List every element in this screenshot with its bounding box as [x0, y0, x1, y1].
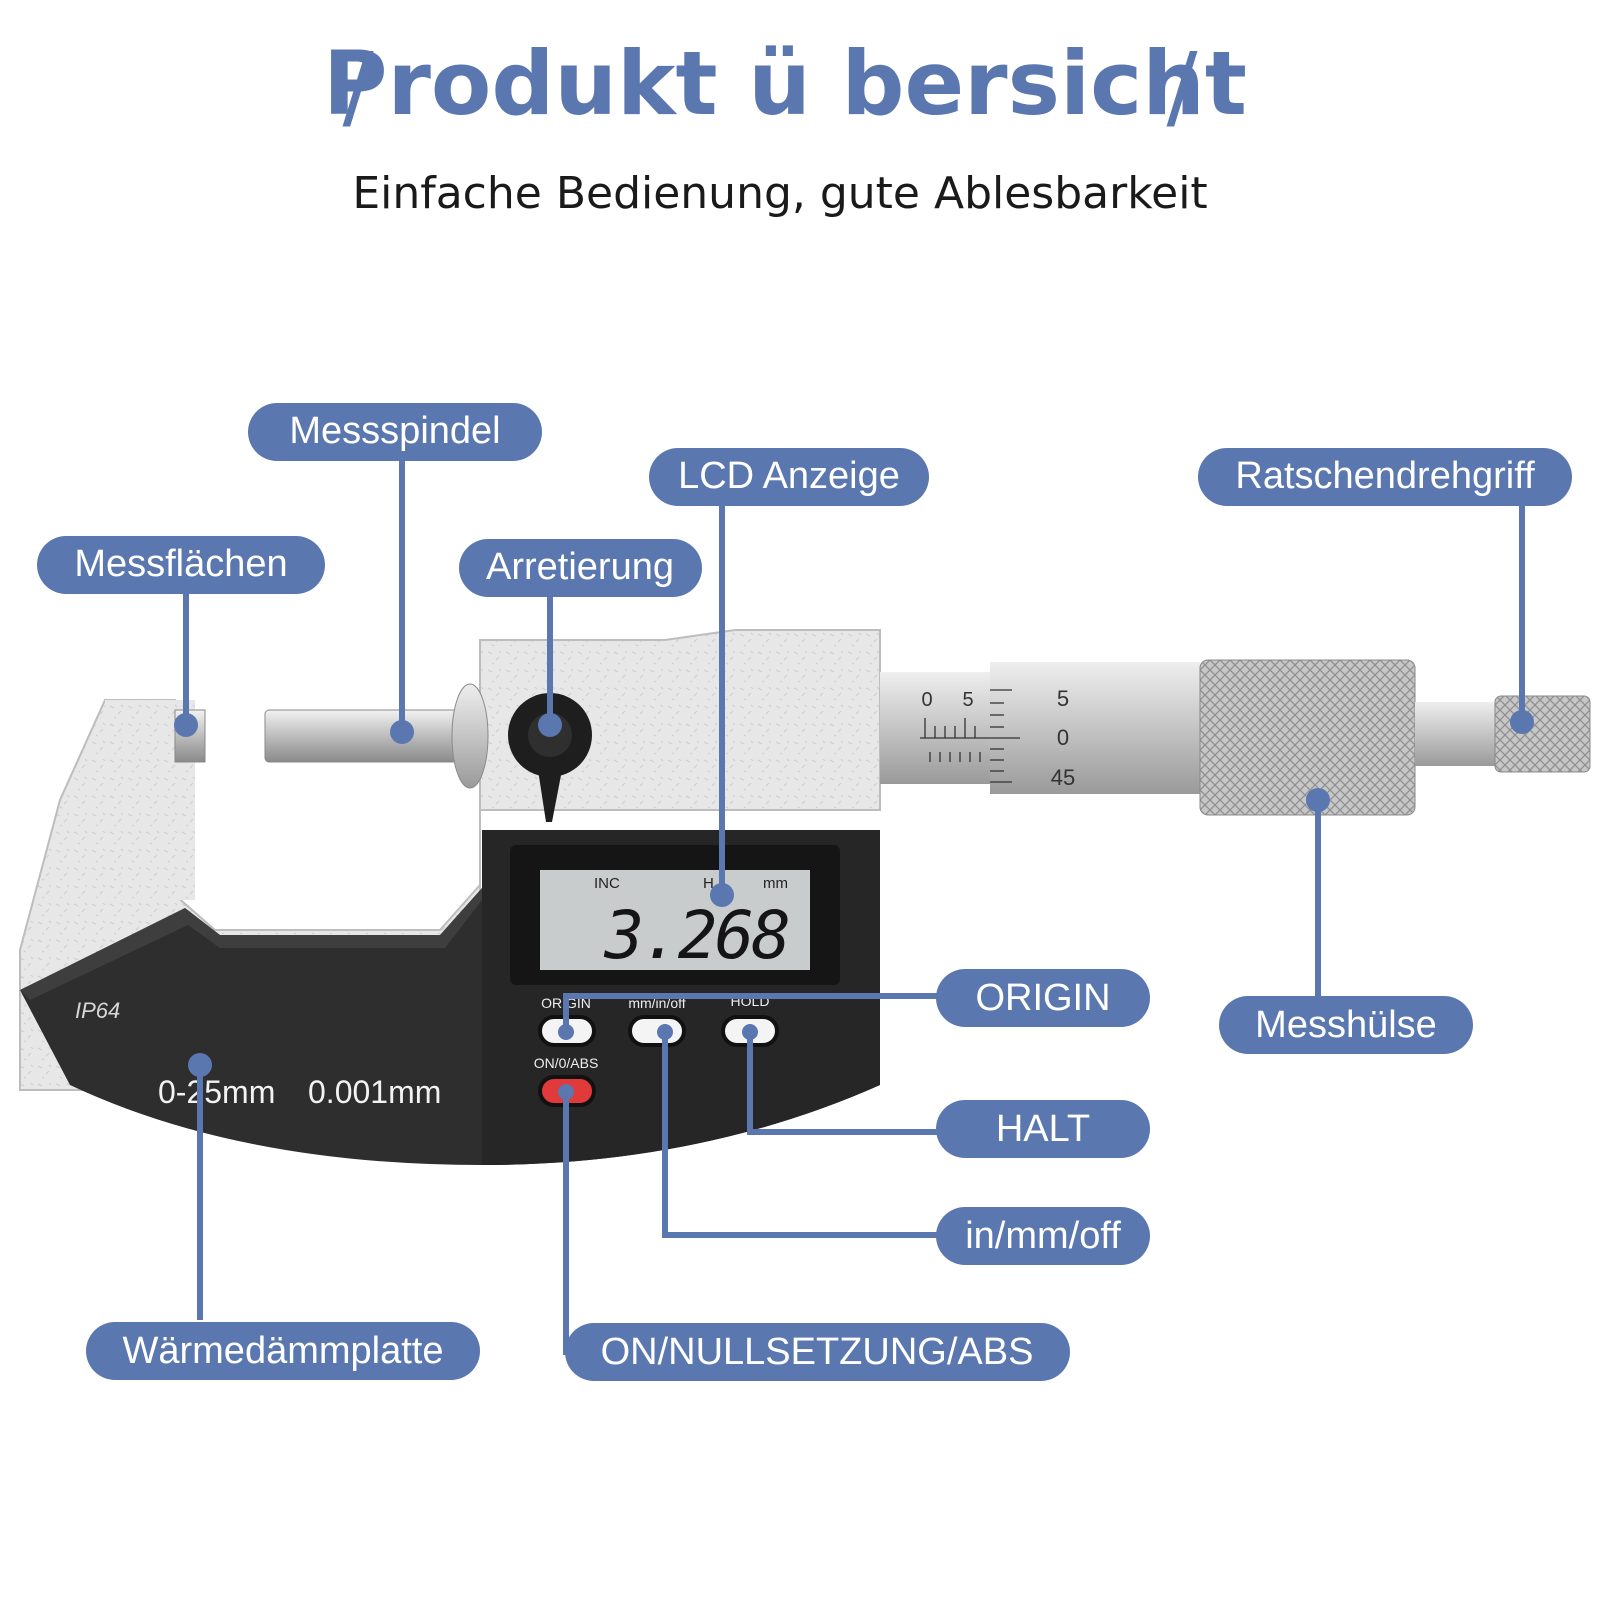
lcd-hold-indicator: H	[703, 875, 714, 892]
callout-messhuelse-label: Messhülse	[1255, 1004, 1437, 1046]
lcd-inc-indicator: INC	[594, 875, 620, 892]
callout-messflaechen-label: Messflächen	[74, 543, 287, 585]
title-slash-right: /	[1167, 33, 1198, 140]
callout-arretierung-label: Arretierung	[486, 546, 674, 588]
callout-lcd-anzeige: LCD Anzeige	[649, 448, 929, 506]
callout-messhuelse: Messhülse	[1219, 996, 1473, 1054]
callout-in-mm-off: in/mm/off	[936, 1207, 1150, 1265]
dark-body-highlight	[20, 888, 482, 1000]
callout-ratschendrehgriff: Ratschendrehgriff	[1198, 448, 1572, 506]
callout-in-mm-off-label: in/mm/off	[965, 1215, 1121, 1257]
page-title: Produkt ü bersicht	[323, 32, 1247, 135]
lock-lever[interactable]	[538, 770, 562, 822]
callout-origin: ORIGIN	[936, 969, 1150, 1027]
sleeve-mark-0: 0	[921, 689, 932, 711]
callout-on-nullsetzung-abs-label: ON/NULLSETZUNG/ABS	[601, 1331, 1034, 1373]
btn-on-label: ON/0/ABS	[534, 1055, 599, 1071]
page-subtitle: Einfache Bedienung, gute Ablesbarkeit	[352, 168, 1207, 219]
measuring-range: 0-25mm	[158, 1074, 275, 1110]
micrometer-illustration: INC H mm 3.268 ORIGIN mm/in/off HOLD ON/…	[19, 629, 1591, 1165]
callout-messspindel-label: Messspindel	[289, 410, 500, 452]
thimble-ticks	[990, 689, 1020, 783]
thimble[interactable]	[990, 662, 1200, 794]
lcd-screen	[540, 870, 810, 970]
mode-button[interactable]	[628, 1015, 686, 1047]
knurled-grip[interactable]	[1199, 659, 1416, 816]
callout-halt: HALT	[936, 1100, 1150, 1158]
callout-messspindel: Messspindel	[248, 403, 542, 461]
callout-lcd-anzeige-label: LCD Anzeige	[678, 455, 900, 497]
spindle	[264, 709, 466, 763]
sleeve-mark-5: 5	[962, 689, 973, 711]
sleeve-ticks	[920, 718, 990, 762]
callout-messflaechen: Messflächen	[37, 536, 325, 594]
lcd-reading: 3.268	[603, 897, 788, 974]
resolution-text: 0.001mm	[308, 1074, 441, 1110]
leader-dots	[174, 710, 1534, 1100]
callout-origin-label: ORIGIN	[975, 977, 1110, 1019]
callout-waermedaemmplatte-label: Wärmedämmplatte	[123, 1330, 444, 1372]
thimble-mark-0: 0	[1057, 725, 1069, 750]
thimble-mark-45: 45	[1051, 765, 1075, 790]
title-slash-left: /	[343, 33, 374, 140]
ip-rating: IP64	[75, 998, 120, 1023]
callout-halt-label: HALT	[996, 1108, 1090, 1150]
lcd-unit-indicator: mm	[763, 875, 788, 892]
callout-waermedaemmplatte: Wärmedämmplatte	[86, 1322, 480, 1380]
callout-ratschendrehgriff-label: Ratschendrehgriff	[1235, 455, 1535, 497]
thimble-mark-5: 5	[1057, 686, 1069, 711]
spindle-collar	[451, 683, 489, 789]
callout-on-nullsetzung-abs: ON/NULLSETZUNG/ABS	[565, 1323, 1070, 1381]
ratchet-shaft	[1415, 702, 1495, 766]
callout-arretierung: Arretierung	[459, 539, 702, 597]
ratchet-knob[interactable]	[1494, 695, 1591, 773]
